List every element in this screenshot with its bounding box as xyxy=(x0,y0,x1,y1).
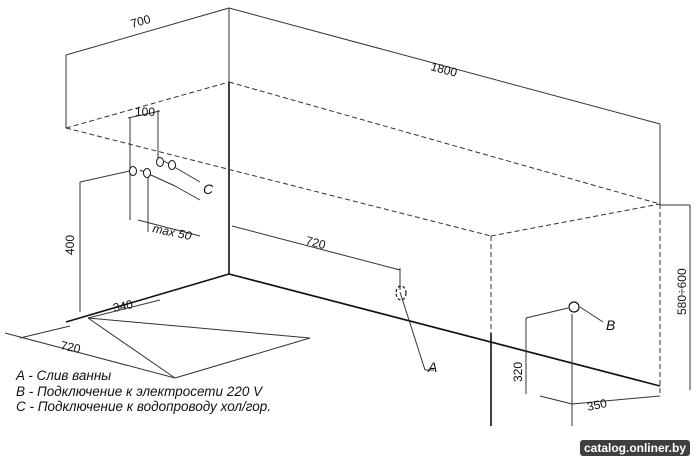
dim-height-range: 580÷600 xyxy=(675,268,689,315)
dim-outlet-offset: 350 xyxy=(586,396,609,414)
dim-max-offset: max 50 xyxy=(151,221,193,243)
dim-pipe-spacing: 100 xyxy=(135,105,155,119)
outlet-dimension-lines xyxy=(525,204,691,426)
label-drain: A xyxy=(427,359,437,375)
pipe-dimension-lines xyxy=(79,110,201,312)
dim-drain-offset: 720 xyxy=(304,233,327,252)
legend-item-drain: A - Слив ванны xyxy=(16,368,112,383)
dim-length-top: 1800 xyxy=(429,59,459,80)
dim-floor-width: 340 xyxy=(112,297,135,315)
watermark: catalog.onliner.by xyxy=(579,440,690,456)
legend-item-water: C - Подключение к водопроводу хол/гор. xyxy=(16,399,272,414)
dim-pipe-height: 400 xyxy=(63,235,77,255)
drain-dimension-lines xyxy=(231,225,434,371)
wall-lines xyxy=(65,82,661,426)
cold-water-pipe-icon xyxy=(129,166,151,178)
legend: A - Слив ванны B - Подключение к электро… xyxy=(16,368,271,415)
legend-item-electric: B - Подключение к электросети 220 V xyxy=(16,383,263,399)
floor-dimension-lines xyxy=(4,299,311,379)
label-outlet: B xyxy=(606,317,615,333)
hot-water-pipe-icon xyxy=(156,157,176,170)
label-pipes: C xyxy=(203,181,214,197)
dim-floor-length: 720 xyxy=(59,338,82,356)
electrical-outlet-icon xyxy=(568,301,580,313)
bathtub-outline xyxy=(65,81,661,396)
dim-width-top: 700 xyxy=(129,12,152,31)
dim-outlet-height: 320 xyxy=(511,362,525,382)
drain-outlet-icon xyxy=(395,285,407,301)
top-dimension-lines xyxy=(65,7,661,204)
